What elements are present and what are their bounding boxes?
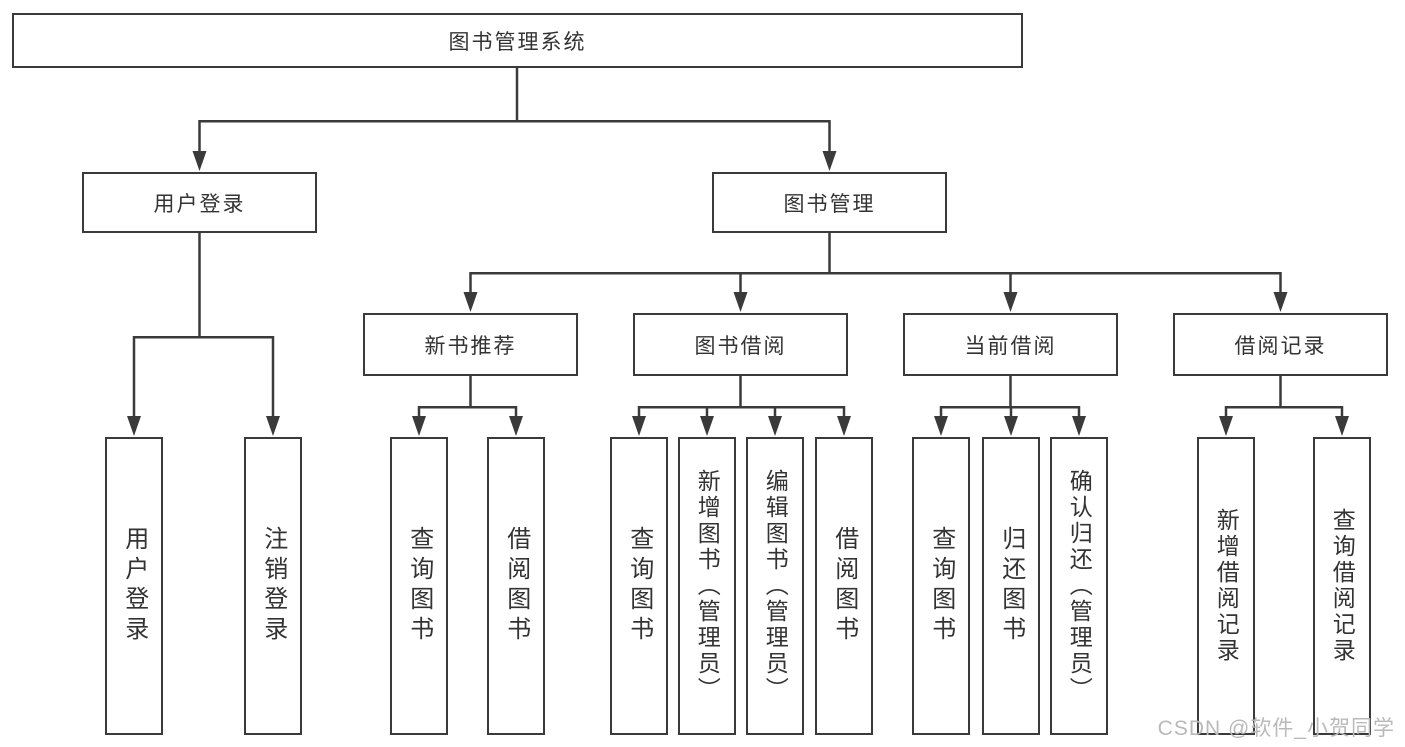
node-new-book-recommend: 新书推荐 [363,313,578,376]
connector-root-to-level2 [192,68,837,171]
node-root: 图书管理系统 [12,13,1023,68]
leaf-user-login: 用户登录 [105,437,163,735]
node-book-borrow: 图书借阅 [633,313,848,376]
leaf-query-borrow-record: 查询借阅记录 [1313,437,1371,735]
leaf-add-book-admin: 新增图书（管理员） [678,437,736,735]
watermark: CSDN @软件_小贺同学 [1157,717,1395,740]
connector-book-borrow-to-leaves [632,376,851,436]
leaf-confirm-return-admin: 确认归还（管理员） [1050,437,1108,735]
leaf-borrow-books: 借阅图书 [815,437,873,735]
leaf-return-book: 归还图书 [982,437,1040,735]
leaf-query-books-current: 查询图书 [912,437,970,735]
node-user-login: 用户登录 [82,172,317,233]
leaf-add-borrow-record: 新增借阅记录 [1197,437,1255,735]
connector-current-borrow-to-leaves [934,376,1086,436]
leaf-logout: 注销登录 [244,437,302,735]
connector-user-login-to-leaves [127,233,280,436]
node-book-management: 图书管理 [712,172,947,233]
connector-new-book-to-leaves [412,376,523,436]
node-borrow-records: 借阅记录 [1173,313,1388,376]
leaf-query-books-recommend: 查询图书 [390,437,448,735]
connector-book-management-to-level3 [463,233,1288,312]
node-current-borrow: 当前借阅 [903,313,1118,376]
leaf-borrow-books-recommend: 借阅图书 [487,437,545,735]
leaf-edit-book-admin: 编辑图书（管理员） [746,437,804,735]
connector-borrow-records-to-leaves [1219,376,1349,436]
leaf-query-books-borrow: 查询图书 [610,437,668,735]
